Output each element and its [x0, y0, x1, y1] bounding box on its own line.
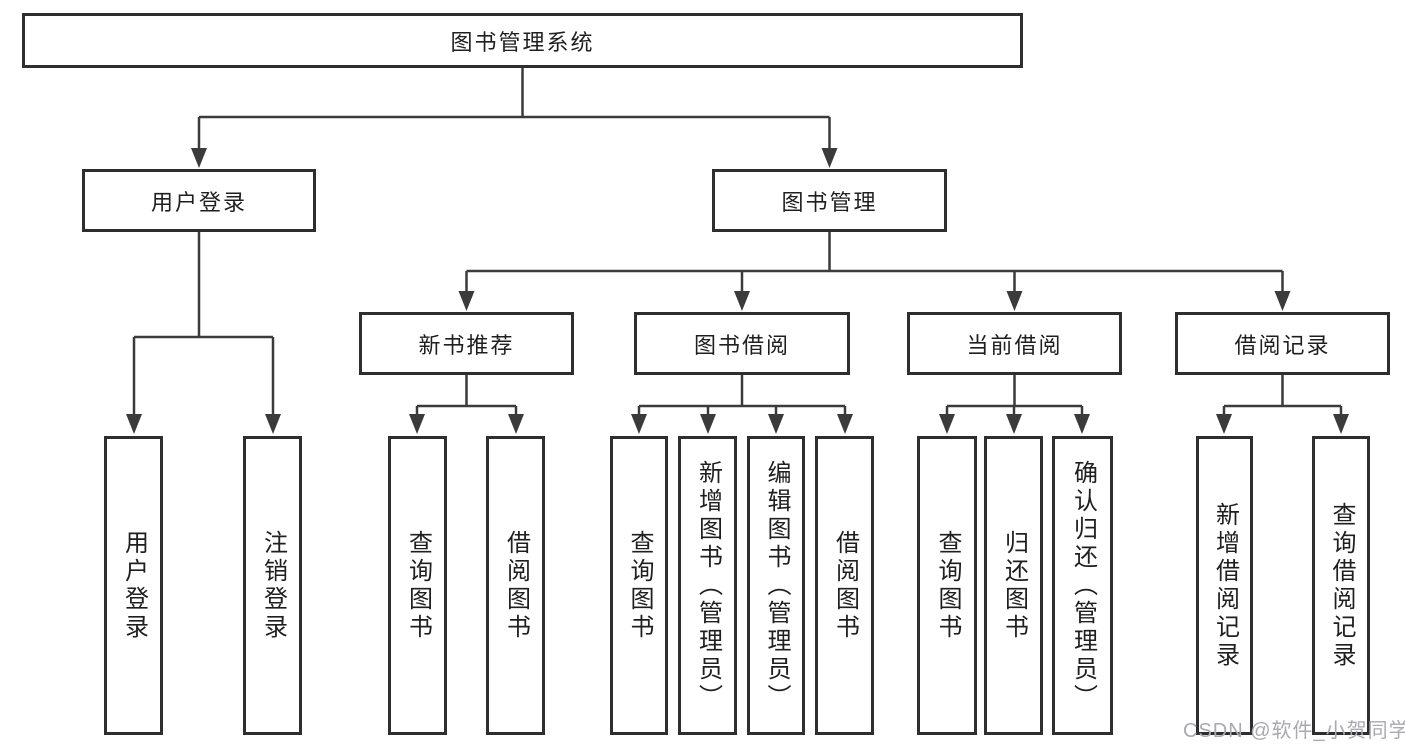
leaf-recommend-borrow-book: 借阅图书	[486, 436, 545, 735]
node-current-borrowing: 当前借阅	[907, 312, 1122, 375]
leaf-borrow-edit-book-admin: 编辑图书（管理员）	[747, 436, 805, 735]
leaf-borrow-query-book: 查询图书	[610, 436, 668, 735]
node-book-management: 图书管理	[712, 169, 947, 232]
node-label: 归还图书	[1000, 529, 1028, 642]
csdn-watermark: CSDN @软件_小贺同学	[1183, 720, 1405, 742]
node-book-borrowing: 图书借阅	[634, 312, 850, 375]
node-label: 借阅记录	[1234, 332, 1331, 358]
node-label: 图书借阅	[693, 332, 790, 358]
node-user-login: 用户登录	[82, 169, 316, 232]
node-label: 当前借阅	[966, 332, 1063, 358]
node-label: 查询图书	[404, 529, 432, 642]
node-borrowing-records: 借阅记录	[1175, 312, 1390, 375]
node-label: 图书管理系统	[450, 29, 595, 55]
node-label: 查询借阅记录	[1328, 501, 1355, 670]
node-label: 新书推荐	[418, 332, 515, 358]
node-label: 借阅图书	[831, 529, 859, 642]
node-label: 用户登录	[150, 189, 247, 215]
leaf-records-add-record: 新增借阅记录	[1196, 436, 1253, 735]
node-label: 查询图书	[626, 529, 653, 642]
leaf-records-query-record: 查询借阅记录	[1312, 436, 1370, 735]
node-label: 注销登录	[259, 529, 287, 642]
node-label: 图书管理	[781, 189, 878, 215]
node-label: 用户登录	[120, 529, 148, 642]
node-library-system: 图书管理系统	[22, 13, 1023, 68]
node-label: 借阅图书	[502, 529, 530, 642]
leaf-current-return-book: 归还图书	[984, 436, 1043, 735]
node-label: 新增图书（管理员）	[694, 459, 722, 712]
node-label: 查询图书	[934, 529, 961, 642]
leaf-current-query-book: 查询图书	[917, 436, 977, 735]
node-new-book-recommend: 新书推荐	[359, 312, 574, 375]
node-label: 新增借阅记录	[1211, 501, 1239, 670]
leaf-user-login: 用户登录	[104, 436, 163, 735]
leaf-borrow-borrow-book: 借阅图书	[815, 436, 874, 735]
node-label: 编辑图书（管理员）	[763, 459, 790, 712]
leaf-current-confirm-return-admin: 确认归还（管理员）	[1052, 436, 1113, 735]
node-label: 确认归还（管理员）	[1069, 459, 1097, 712]
leaf-logout: 注销登录	[243, 436, 302, 735]
leaf-borrow-add-book-admin: 新增图书（管理员）	[678, 436, 737, 735]
leaf-recommend-query-book: 查询图书	[388, 436, 447, 735]
